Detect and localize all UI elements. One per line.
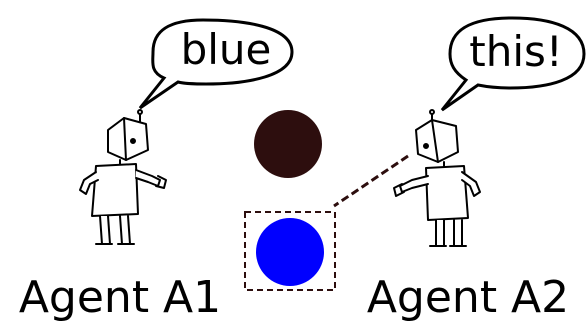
robot-a1-right-leg bbox=[119, 215, 131, 245]
speech-bubble-a1: blue bbox=[138, 18, 294, 110]
robot-a1-left-leg bbox=[99, 215, 111, 245]
robot-a1-head-edge bbox=[123, 117, 127, 161]
robot-a1-head bbox=[107, 117, 149, 161]
robot-a2-antenna-tip bbox=[429, 109, 435, 115]
robot-a1-hand bbox=[155, 175, 167, 189]
robot-a2-eye bbox=[423, 143, 429, 149]
speech-text-a2: this! bbox=[469, 27, 562, 76]
robot-a2-left-leg bbox=[435, 219, 445, 247]
robot-a1-left-arm bbox=[79, 171, 99, 195]
speech-bubble-a2-shape bbox=[440, 16, 586, 112]
pointing-line bbox=[333, 154, 409, 208]
agent-label-a1: Agent A1 bbox=[19, 272, 221, 322]
candidate-object-dark bbox=[254, 110, 322, 178]
candidate-object-blue bbox=[256, 218, 324, 286]
robot-a2-head-edge bbox=[431, 119, 439, 163]
robot-a1-eye bbox=[130, 138, 136, 144]
robot-a2-icon bbox=[393, 109, 481, 247]
robot-a1-right-arm bbox=[135, 169, 161, 187]
speech-bubble-a2: this! bbox=[440, 16, 586, 112]
robot-a2-hand bbox=[393, 183, 405, 197]
agent-label-a2: Agent A2 bbox=[367, 272, 569, 322]
speech-text-a1: blue bbox=[181, 25, 272, 74]
robot-a1-icon bbox=[79, 109, 167, 245]
robot-a1-antenna-tip bbox=[137, 109, 143, 115]
robot-a2-right-arm bbox=[461, 171, 481, 197]
selection-box bbox=[244, 211, 336, 291]
robot-a2-body bbox=[425, 165, 469, 221]
speech-bubble-a1-shape bbox=[138, 18, 294, 110]
robot-a2-right-leg bbox=[453, 219, 463, 247]
robot-a2-left-arm bbox=[399, 175, 429, 193]
robot-a1-body bbox=[91, 163, 139, 217]
